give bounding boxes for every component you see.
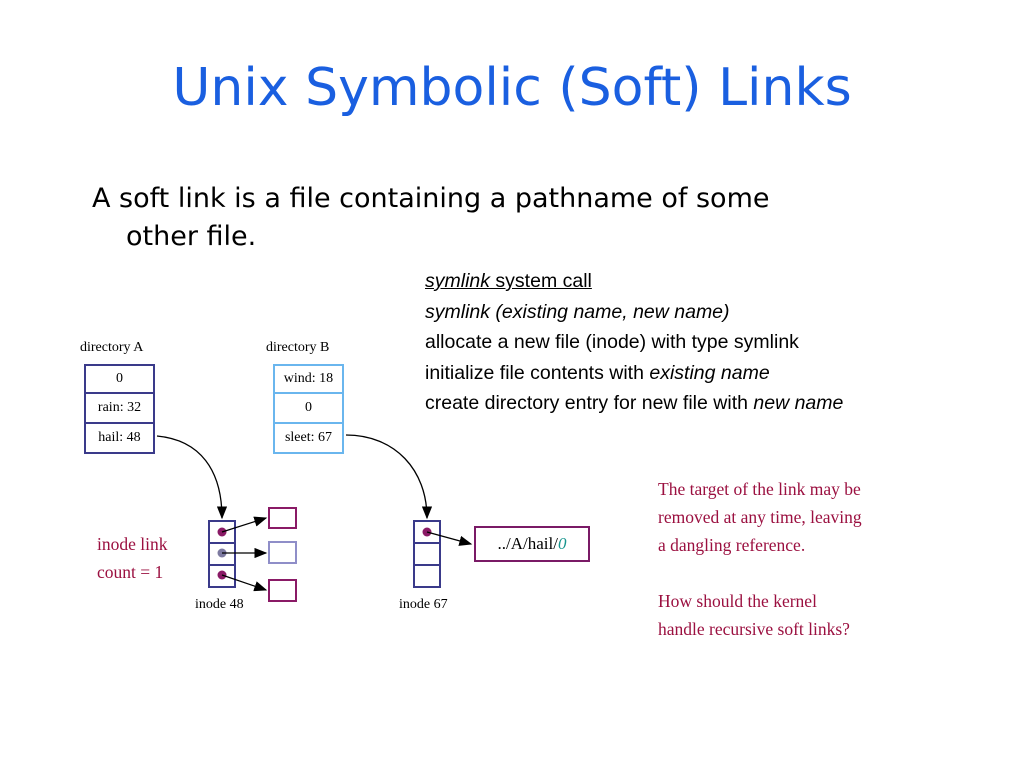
syscall-step-3-text: create directory entry for new file with	[425, 392, 754, 414]
symlink-syscall-description: symlink system call symlink (existing na…	[425, 266, 843, 419]
symlink-target-path: ../A/hail/	[497, 534, 558, 553]
directory-a-label: directory A	[80, 340, 144, 355]
directory-a-entry-1: 0	[84, 364, 155, 394]
inode-67-label: inode 67	[399, 597, 448, 612]
directory-b-label: directory B	[266, 340, 330, 355]
recursive-note-line-1: How should the kernel	[658, 591, 817, 611]
inode-67-block	[413, 520, 441, 588]
bullet-line-1: A soft link is a file containing a pathn…	[92, 183, 770, 214]
directory-a-entry-2: rain: 32	[84, 394, 155, 424]
dangling-note-line-2: removed at any time, leaving	[658, 507, 862, 527]
dangling-note-line-1: The target of the link may be	[658, 479, 861, 499]
data-block-2	[268, 541, 297, 564]
directory-b-entry-1: wind: 18	[273, 364, 344, 394]
dangling-note-line-3: a dangling reference.	[658, 535, 806, 555]
syscall-heading: symlink system call	[425, 266, 843, 297]
syscall-step-2: initialize file contents with existing n…	[425, 358, 843, 389]
syscall-heading-rest: system call	[490, 270, 592, 292]
syscall-step-1: allocate a new file (inode) with type sy…	[425, 331, 799, 353]
inode-note-line-1: inode link	[97, 534, 168, 554]
symlink-target-block: ../A/hail/0	[474, 526, 590, 562]
syscall-signature: symlink (existing name, new name)	[425, 300, 730, 323]
directory-entry-arrow	[345, 434, 433, 520]
directory-a-entry-3: hail: 48	[84, 424, 155, 454]
block-pointer-arrow	[221, 574, 268, 592]
symlink-target-zero: 0	[557, 534, 567, 553]
data-block-3	[268, 579, 297, 602]
dangling-reference-note: The target of the link may be removed at…	[658, 475, 862, 559]
syscall-name: symlink	[425, 270, 491, 292]
slide-title: Unix Symbolic (Soft) Links	[172, 58, 852, 118]
syscall-step-2-text: initialize file contents with	[425, 361, 650, 384]
block-pointer-arrow	[221, 516, 268, 533]
syscall-step-3: create directory entry for new file with…	[425, 388, 843, 419]
syscall-step-3-italic: new name	[753, 392, 844, 414]
directory-entry-arrow	[156, 435, 228, 520]
data-block-1	[268, 507, 297, 529]
recursive-note-line-2: handle recursive soft links?	[658, 619, 850, 639]
bullet-text: A soft link is a file containing a pathn…	[92, 180, 932, 256]
inode-link-count-note: inode link count = 1	[97, 530, 167, 586]
inode-note-line-2: count = 1	[97, 562, 164, 582]
syscall-step-2-italic: existing name	[649, 361, 770, 384]
symlink-content-arrow	[426, 531, 473, 546]
directory-b-entry-2: 0	[273, 394, 344, 424]
recursive-links-note: How should the kernel handle recursive s…	[658, 587, 850, 643]
bullet-line-2: other file.	[126, 221, 257, 252]
inode-48-block	[208, 520, 236, 588]
directory-b-entry-3: sleet: 67	[273, 424, 344, 454]
inode-48-label: inode 48	[195, 597, 244, 612]
